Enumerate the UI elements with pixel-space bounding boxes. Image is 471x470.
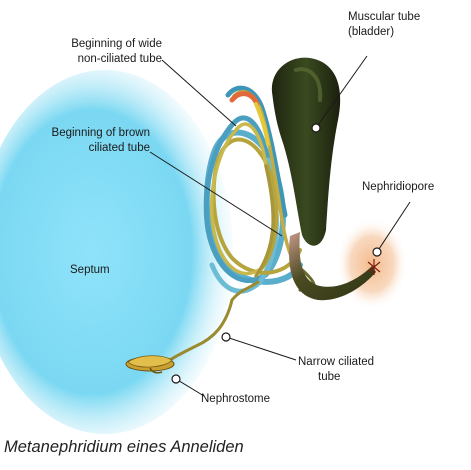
nephrostome-funnel	[125, 355, 175, 374]
label-muscular-tube: Muscular tube (bladder)	[348, 11, 421, 38]
leader-dots	[171, 123, 382, 384]
wide-tube-start-highlight	[229, 91, 260, 107]
nephridiopore-opening	[367, 259, 381, 275]
leader-lines	[149, 55, 411, 397]
label-nephrostome: Nephrostome	[201, 393, 271, 405]
narrow-ciliated-tube	[168, 298, 234, 362]
narrow-tube-link	[230, 280, 260, 302]
label-brown-tube: Beginning of brown ciliated tube	[51, 127, 150, 154]
figure-caption: Metanephridium eines Anneliden	[4, 438, 244, 456]
bladder-duct	[289, 232, 376, 301]
label-nephridiopore: Nephridiopore	[362, 181, 435, 193]
muscular-bladder	[271, 57, 341, 246]
nephridiopore-glow	[336, 218, 408, 310]
septum-shape	[0, 70, 233, 434]
label-narrow-tube: Narrow ciliated tube	[298, 356, 375, 383]
wide-tube-start-highlight-2	[254, 102, 270, 146]
bladder-highlight	[294, 67, 323, 102]
label-septum: Septum	[70, 264, 110, 276]
label-wide-tube: Beginning of wide non-ciliated tube	[71, 38, 162, 65]
